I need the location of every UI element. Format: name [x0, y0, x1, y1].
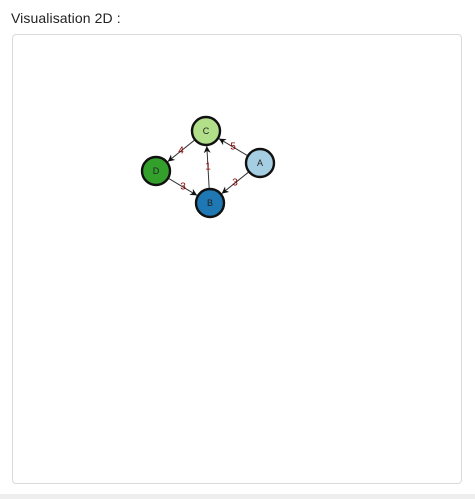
edge-weight-label: 3 — [232, 178, 238, 189]
node-circle[interactable] — [140, 155, 172, 187]
edge-weight-label: 3 — [180, 182, 186, 193]
edge-b-c — [203, 145, 211, 190]
graph-node-b[interactable]: B — [194, 187, 226, 219]
visualisation-canvas[interactable]: 5 3 1 4 3 A B C D — [12, 34, 462, 484]
node-circle[interactable] — [190, 115, 222, 147]
edge-weight-label: 1 — [205, 162, 211, 173]
node-label: C — [203, 126, 210, 136]
graph-node-a[interactable]: A — [244, 147, 276, 179]
node-label: A — [257, 158, 263, 168]
edge-labels-layer: 5 3 1 4 3 — [178, 142, 238, 193]
node-circle[interactable] — [244, 147, 276, 179]
node-label: D — [153, 166, 160, 176]
edge-a-b — [221, 171, 250, 194]
edge-weight-label: 4 — [178, 146, 184, 157]
graph-node-c[interactable]: C — [190, 115, 222, 147]
node-label: B — [207, 198, 213, 208]
node-circle[interactable] — [194, 187, 226, 219]
edge-c-d — [167, 139, 196, 162]
page-title: Visualisation 2D : — [11, 10, 121, 26]
bottom-divider — [0, 494, 475, 499]
edge-d-b — [167, 177, 198, 196]
graph-node-d[interactable]: D — [140, 155, 172, 187]
edge-a-c — [218, 138, 249, 157]
nodes-layer: A B C D — [140, 115, 276, 219]
edge-weight-label: 5 — [230, 142, 236, 153]
edges-layer — [167, 138, 250, 196]
graph-svg[interactable]: 5 3 1 4 3 A B C D — [13, 35, 461, 483]
